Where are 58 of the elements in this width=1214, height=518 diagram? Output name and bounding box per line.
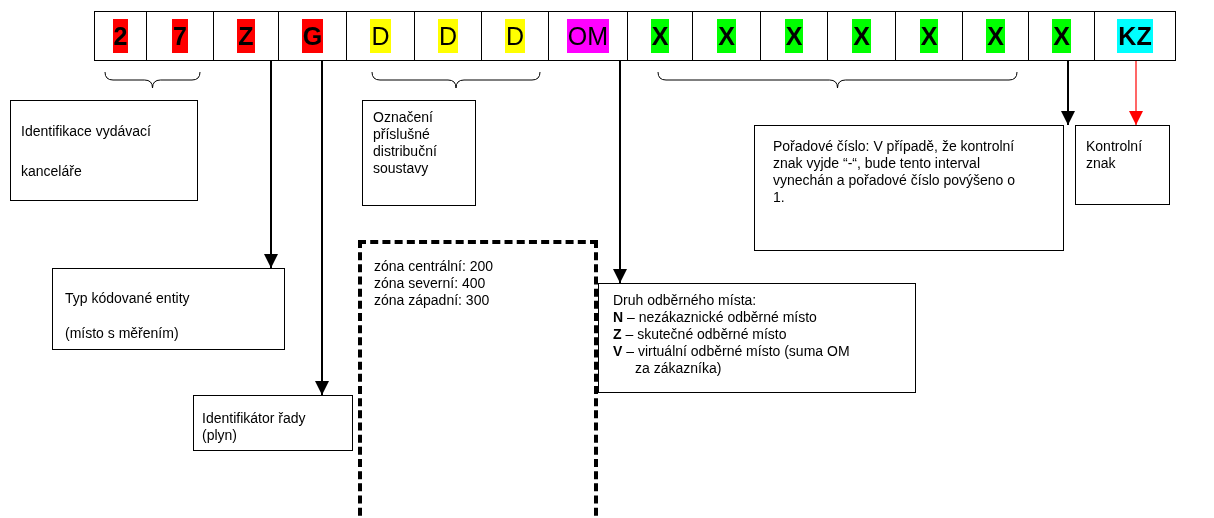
code-cell (346, 11, 415, 61)
description-text: Identifikátor řady (plyn) (202, 410, 307, 444)
description-text: Typ kódované entity (65, 289, 191, 308)
code-character: D (437, 19, 459, 53)
code-cell (895, 11, 963, 61)
description-text: zóna západní: 300 (374, 292, 491, 309)
text-box (10, 100, 198, 201)
description-text: zóna centrální: 200 (374, 258, 495, 275)
code-character: D (504, 19, 526, 53)
code-character: X (784, 19, 804, 53)
code-cell (827, 11, 896, 61)
description-text: V – virtuální odběrné místo (suma OM za zákazníka) (613, 343, 850, 377)
code-cell (414, 11, 482, 61)
description-text: Druh odběrného místa: (613, 292, 758, 309)
code-character: X (852, 19, 871, 53)
code-cell (1094, 11, 1176, 61)
code-character: 2 (112, 19, 129, 53)
code-character: Z (237, 19, 255, 53)
description-text: (místo s měřením) (65, 324, 180, 343)
code-character: 7 (172, 19, 188, 53)
code-cell (692, 11, 761, 61)
code-character: X (919, 19, 939, 53)
text-box (52, 268, 285, 350)
code-character: X (717, 19, 736, 53)
arrow (1129, 60, 1143, 126)
description-text: zóna severní: 400 (374, 275, 487, 292)
text-box (754, 125, 1064, 251)
description-text: Kontrolní znak (1086, 138, 1144, 172)
description-text: N – nezákaznické odběrné místo (613, 309, 818, 326)
description-text: Označení příslušné distribuční soustavy (373, 109, 438, 177)
code-character: G (301, 19, 324, 53)
code-cell (94, 11, 147, 61)
code-character: KZ (1117, 19, 1153, 53)
code-character: OM (566, 19, 610, 53)
code-cell (962, 11, 1029, 61)
code-character: X (1052, 19, 1071, 53)
description-text: Pořadové číslo: V případě, že kontrolní znak vyjde “-“, bude tento interval vynechán a pořadové číslo povýšeno o 1. (773, 138, 1017, 206)
code-character: X (986, 19, 1005, 53)
code-cell (213, 11, 279, 61)
text-box (193, 395, 353, 451)
code-character: X (650, 19, 670, 53)
text-box (598, 283, 916, 393)
code-cell (481, 11, 549, 61)
code-cell (1028, 11, 1095, 61)
code-cell (548, 11, 628, 61)
description-text: Z – skutečné odběrné místo (613, 326, 788, 343)
arrow (1061, 60, 1075, 126)
description-text: Identifikace vydávací kanceláře (21, 122, 152, 181)
text-box (1075, 125, 1170, 205)
arrow (613, 60, 627, 284)
code-cell (627, 11, 693, 61)
text-box (362, 100, 476, 206)
code-cell (760, 11, 828, 61)
code-character: D (370, 19, 391, 53)
code-cell (278, 11, 347, 61)
arrow (264, 60, 278, 269)
arrow (315, 60, 329, 396)
code-cell (146, 11, 214, 61)
